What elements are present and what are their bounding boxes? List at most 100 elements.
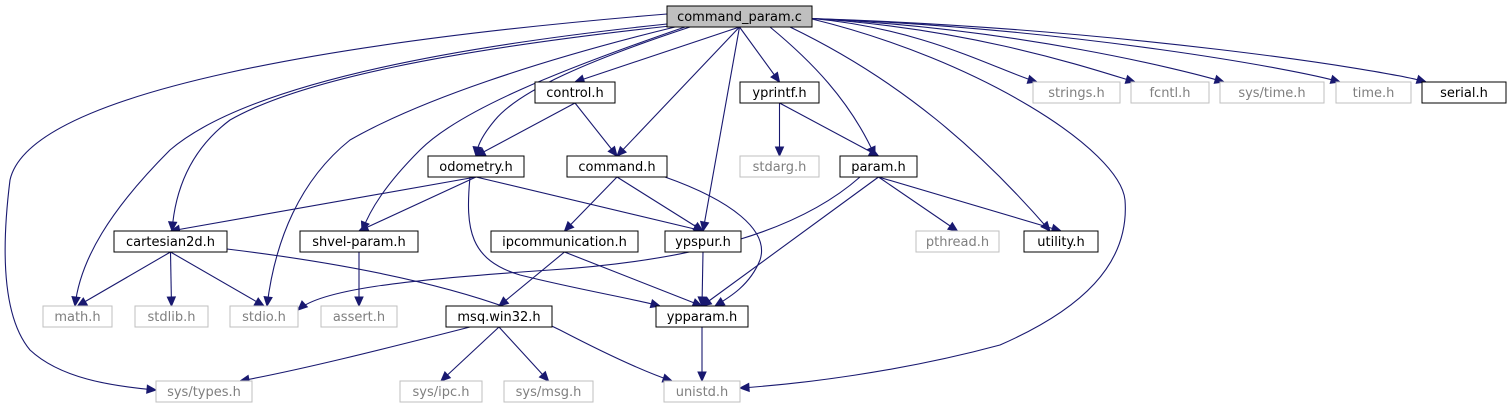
node-label: param.h: [851, 160, 906, 175]
node-label: yprintf.h: [752, 86, 806, 101]
node-label: sys/ipc.h: [412, 385, 469, 400]
node-odometry[interactable]: odometry.h: [427, 155, 525, 178]
edge-command_param-to-odometry: [472, 26, 691, 158]
edge-param-to-stdio: [297, 176, 861, 311]
node-label: serial.h: [1440, 86, 1488, 101]
edge-line: [297, 176, 861, 311]
node-command[interactable]: command.h: [566, 155, 668, 178]
node-label: msq.win32.h: [457, 310, 540, 325]
graph-nodes: command_param.c control.h yprintf.h strings…: [42, 5, 1507, 403]
node-cartesian2d[interactable]: cartesian2d.h: [113, 230, 228, 253]
node-box: [503, 380, 594, 403]
node-param[interactable]: param.h: [839, 155, 918, 178]
node-box: [427, 155, 525, 178]
node-ypparam[interactable]: ypparam.h: [655, 305, 749, 328]
node-label: utility.h: [1037, 235, 1084, 250]
node-label: command_param.c: [677, 10, 802, 25]
edge-arrowhead: [563, 220, 575, 232]
edge-arrowhead: [71, 296, 81, 308]
node-sysipc: sys/ipc.h: [399, 380, 483, 403]
node-label: sys/types.h: [167, 385, 241, 400]
node-utility[interactable]: utility.h: [1023, 230, 1099, 253]
edge-arrowhead: [1213, 74, 1226, 84]
node-box: [534, 81, 616, 104]
edge-arrowhead: [440, 371, 452, 382]
edge-line: [266, 26, 676, 307]
edge-arrowhead: [1415, 74, 1428, 84]
node-label: odometry.h: [439, 160, 512, 175]
node-box: [490, 230, 639, 253]
node-time: time.h: [1335, 81, 1412, 104]
edge-command_param-to-unistd: [738, 18, 1126, 393]
edge-line: [811, 17, 1427, 83]
edge-line: [74, 23, 668, 307]
node-msqwin32[interactable]: msq.win32.h: [445, 305, 553, 328]
node-yprintf[interactable]: yprintf.h: [739, 81, 820, 104]
node-label: sys/msg.h: [516, 385, 582, 400]
edge-ipcommunication-to-msqwin32: [498, 251, 565, 307]
edge-ipcommunication-to-ypparam: [564, 251, 704, 307]
edge-arrowhead: [354, 296, 364, 308]
node-box: [666, 5, 813, 28]
node-box: [1032, 81, 1121, 104]
node-box: [655, 305, 749, 328]
node-systime: sys/time.h: [1219, 81, 1325, 104]
node-ipcommunication[interactable]: ipcommunication.h: [490, 230, 639, 253]
edge-ypparam-to-unistd: [697, 327, 707, 383]
edge-line: [811, 17, 1341, 83]
edge-arrowhead: [607, 145, 618, 157]
node-label: ypspur.h: [675, 235, 731, 250]
node-label: assert.h: [333, 310, 385, 325]
edge-line: [171, 25, 671, 232]
edge-line: [811, 17, 1225, 83]
edge-line: [170, 251, 265, 307]
edge-line: [779, 102, 879, 157]
node-box: [299, 230, 419, 253]
node-box: [42, 305, 113, 328]
edge-line: [574, 102, 618, 157]
edge-line: [239, 326, 471, 382]
edge-command_param-to-math: [71, 23, 668, 308]
edge-arrowhead: [253, 297, 266, 307]
edge-line: [498, 251, 565, 307]
node-control[interactable]: control.h: [534, 81, 616, 104]
node-box: [663, 380, 741, 403]
edge-yprintf-to-stdarg: [774, 103, 785, 158]
edge-cartesian2d-to-stdlib: [166, 251, 177, 308]
edge-line: [440, 326, 500, 382]
edge-line: [811, 17, 1038, 83]
node-systypes: sys/types.h: [155, 380, 253, 403]
edge-arrowhead: [713, 297, 726, 307]
edge-line: [878, 176, 1062, 232]
node-ypspur[interactable]: ypspur.h: [664, 230, 742, 253]
edge-arrowhead: [770, 71, 781, 83]
node-label: pthread.h: [926, 235, 989, 250]
edge-odometry-to-shvelparam: [357, 176, 477, 232]
edge-line: [616, 26, 740, 157]
edge-arrowhead: [76, 297, 89, 307]
edge-param-to-utility: [878, 176, 1063, 233]
node-box: [229, 305, 299, 328]
edge-command_param-to-serial: [811, 17, 1428, 84]
edge-arrowhead: [1026, 74, 1039, 84]
node-label: ipcommunication.h: [502, 235, 627, 250]
node-serial[interactable]: serial.h: [1421, 81, 1507, 104]
node-label: control.h: [546, 86, 603, 101]
edge-command_param-to-ypspur: [699, 26, 741, 233]
node-shvelparam[interactable]: shvel-param.h: [299, 230, 419, 253]
edge-line: [564, 251, 703, 307]
edge-ypspur-to-ypparam: [697, 251, 707, 308]
node-box: [915, 230, 1000, 253]
edge-line: [769, 26, 876, 157]
node-box: [399, 380, 483, 403]
node-box: [739, 81, 820, 104]
node-command_param[interactable]: command_param.c: [666, 5, 813, 28]
node-box: [1219, 81, 1325, 104]
node-label: command.h: [578, 160, 655, 175]
edge-command-to-ypspur: [616, 176, 705, 232]
node-box: [1421, 81, 1507, 104]
node-strings: strings.h: [1032, 81, 1121, 104]
edge-command-to-ipcommunication: [563, 176, 618, 232]
edge-line: [811, 17, 1136, 83]
edge-arrowhead: [699, 220, 710, 233]
